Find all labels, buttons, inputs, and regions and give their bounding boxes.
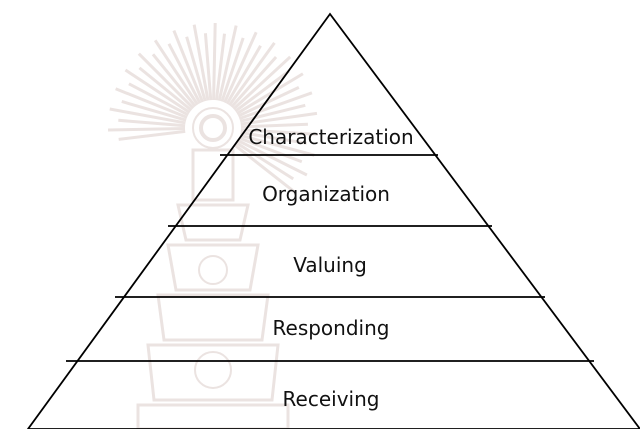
watermark-ray xyxy=(203,33,213,101)
watermark-ray xyxy=(118,129,186,141)
watermark-ray xyxy=(107,127,186,132)
watermark-ray xyxy=(220,37,245,102)
watermark-ray xyxy=(151,53,197,108)
watermark-ray xyxy=(185,36,207,102)
watermark-ray xyxy=(228,41,276,107)
watermark-ray xyxy=(225,45,262,105)
watermark-ray xyxy=(109,107,186,125)
watermark-ray xyxy=(230,55,278,109)
watermark-ray xyxy=(237,85,300,118)
tier-label-responding: Responding xyxy=(273,316,390,340)
watermark-ray xyxy=(239,103,306,123)
watermark-ray xyxy=(153,39,199,106)
watermark-ray xyxy=(232,55,292,111)
watermark-ray xyxy=(124,68,191,114)
watermark-ray xyxy=(192,24,210,101)
watermark-ray xyxy=(172,30,204,103)
watermark-ray xyxy=(237,139,308,177)
watermark-ray xyxy=(235,141,295,181)
university-seal-emblem-icon xyxy=(107,22,318,429)
watermark-ray xyxy=(240,128,318,136)
watermark-ray xyxy=(238,136,303,164)
watermark-ray xyxy=(167,43,202,104)
watermark-ray xyxy=(121,100,187,122)
watermark-ray xyxy=(118,118,186,128)
watermark-ray xyxy=(240,131,307,145)
tier-label-organization: Organization xyxy=(262,182,390,206)
tier-label-receiving: Receiving xyxy=(283,387,380,411)
watermark-ray xyxy=(223,31,258,104)
watermark-ray xyxy=(214,33,227,101)
watermark-ray xyxy=(240,111,318,126)
watermark-ray xyxy=(212,22,217,101)
watermark-ray xyxy=(234,69,290,113)
watermark-ray xyxy=(217,25,238,102)
watermark-ray xyxy=(236,72,304,115)
watermark-ray xyxy=(239,133,315,157)
watermark-ray xyxy=(128,82,189,117)
watermark-ray xyxy=(115,87,188,119)
tier-label-valuing: Valuing xyxy=(293,253,367,277)
tier-label-characterization: Characterization xyxy=(248,125,413,149)
pyramid-outline xyxy=(26,12,640,429)
watermark-ray xyxy=(238,91,313,121)
watermark-ray xyxy=(138,66,193,112)
watermark-ray xyxy=(234,144,297,195)
watermark-ray xyxy=(137,52,195,110)
watermark-ray xyxy=(240,122,308,129)
